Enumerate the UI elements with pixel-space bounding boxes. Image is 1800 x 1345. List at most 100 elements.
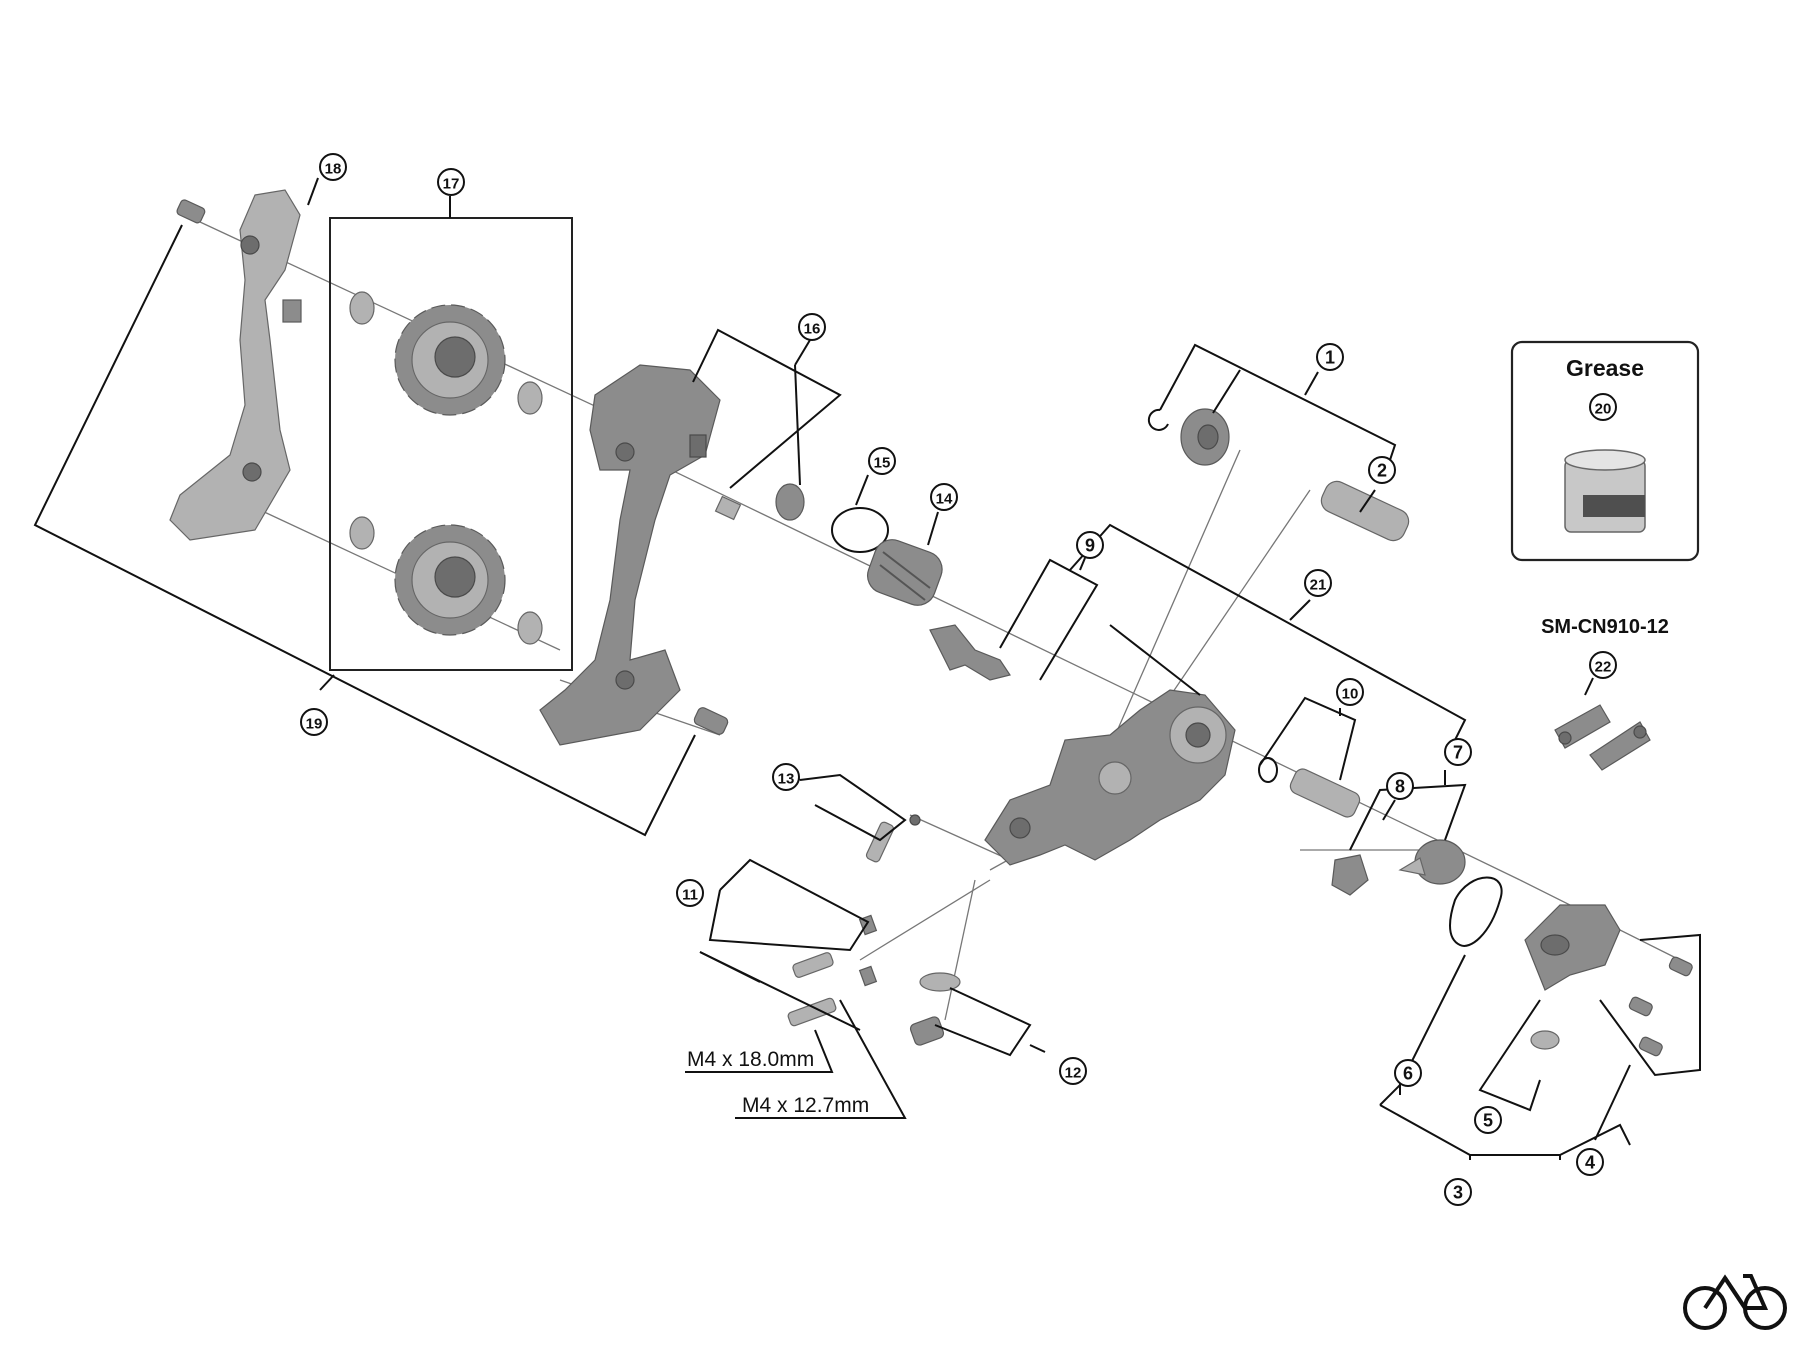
bicycle-icon	[1683, 1274, 1787, 1330]
callout-22: 22	[1589, 651, 1617, 679]
pulley-set	[349, 291, 543, 645]
callout-17: 17	[437, 168, 465, 196]
callout-1: 1	[1316, 343, 1344, 371]
pivot-pin-set	[1258, 757, 1361, 818]
chain-model-label: SM-CN910-12	[1541, 616, 1669, 638]
grease-box: Grease	[1510, 340, 1700, 562]
callout-20: 20	[1589, 393, 1617, 421]
bushing-part	[1147, 408, 1230, 466]
callout-number: 7	[1453, 743, 1463, 763]
quick-link-22	[1554, 704, 1651, 771]
tension-spacer	[714, 483, 805, 521]
callout-number: 16	[804, 321, 821, 338]
b-tension-pin	[865, 814, 921, 863]
grease-jar	[1564, 449, 1646, 533]
tension-ring	[831, 507, 889, 553]
callout-number: 11	[682, 887, 698, 904]
callout-12: 12	[1059, 1057, 1087, 1085]
callout-number: 20	[1595, 401, 1612, 418]
callout-7: 7	[1444, 738, 1472, 766]
callout-3: 3	[1444, 1178, 1472, 1206]
cage-bolt-top	[176, 199, 206, 224]
callout-number: 4	[1585, 1153, 1595, 1173]
grease-title: Grease	[1566, 355, 1644, 381]
callout-circle	[1336, 678, 1364, 706]
gasket-ring	[1449, 876, 1503, 947]
callout-circle	[1474, 1106, 1502, 1134]
dimension-long-bolt: M4 x 18.0mm	[687, 1048, 814, 1071]
upper-pulley	[394, 304, 506, 416]
callout-10: 10	[1336, 678, 1364, 706]
callout-circle	[300, 708, 328, 736]
callout-21: 21	[1304, 569, 1332, 597]
callout-14: 14	[930, 483, 958, 511]
callout-number: 13	[778, 771, 795, 788]
callout-circle	[1059, 1057, 1087, 1085]
callout-8: 8	[1386, 772, 1414, 800]
derailleur-body	[984, 689, 1236, 866]
callout-circle	[1386, 772, 1414, 800]
clutch-cap	[1398, 839, 1466, 885]
callout-circle	[1444, 738, 1472, 766]
fixing-bolt	[909, 972, 961, 1046]
callout-number: 19	[306, 716, 323, 733]
leader-lines	[33, 177, 1701, 1160]
callout-number: 3	[1453, 1183, 1463, 1203]
callout-circle	[1444, 1178, 1472, 1206]
inner-cage-plate	[169, 189, 302, 541]
callout-11: 11	[676, 879, 704, 907]
callout-18: 18	[319, 153, 347, 181]
callout-6: 6	[1394, 1059, 1422, 1087]
callout-19: 19	[300, 708, 328, 736]
outer-cage-plate	[539, 364, 721, 746]
callout-circle	[1304, 569, 1332, 597]
callout-number: 5	[1483, 1111, 1493, 1131]
callout-number: 9	[1085, 536, 1095, 556]
callout-circle	[319, 153, 347, 181]
clutch-cover	[1524, 904, 1621, 991]
callout-5: 5	[1474, 1106, 1502, 1134]
cover-washer	[1530, 1030, 1560, 1050]
callout-circle	[798, 313, 826, 341]
callout-number: 8	[1395, 777, 1405, 797]
callout-number: 6	[1403, 1064, 1413, 1084]
callout-circle	[437, 168, 465, 196]
lower-pulley	[394, 524, 506, 636]
callout-number: 12	[1065, 1065, 1082, 1082]
callout-circle	[1576, 1148, 1604, 1176]
callout-number: 1	[1325, 348, 1335, 368]
adjust-bolts	[787, 914, 878, 1027]
callout-number: 15	[874, 455, 891, 472]
callout-circle	[1589, 393, 1617, 421]
callout-circle	[1368, 456, 1396, 484]
callout-number: 10	[1342, 686, 1359, 703]
callout-circle	[772, 763, 800, 791]
callout-9: 9	[1076, 531, 1104, 559]
callout-16: 16	[798, 313, 826, 341]
callout-number: 18	[325, 161, 342, 178]
callout-number: 22	[1595, 659, 1612, 676]
callout-2: 2	[1368, 456, 1396, 484]
callout-15: 15	[868, 447, 896, 475]
axle-part	[1320, 480, 1410, 542]
callout-4: 4	[1576, 1148, 1604, 1176]
cage-bolt-lower	[693, 707, 729, 735]
clutch-lever	[929, 624, 1011, 681]
callout-circle	[868, 447, 896, 475]
callout-13: 13	[772, 763, 800, 791]
cable-clip	[1331, 854, 1369, 896]
callout-circle	[930, 483, 958, 511]
callout-circle	[1316, 343, 1344, 371]
callout-circle	[1589, 651, 1617, 679]
tension-spring	[867, 539, 943, 606]
callout-circle	[1076, 531, 1104, 559]
cover-screws	[1628, 956, 1693, 1057]
callout-circle	[1394, 1059, 1422, 1087]
callout-number: 2	[1377, 461, 1387, 481]
callout-number: 14	[936, 491, 953, 508]
callout-number: 21	[1310, 577, 1327, 594]
dimension-short-bolt: M4 x 12.7mm	[742, 1094, 869, 1117]
callout-number: 17	[443, 176, 460, 193]
